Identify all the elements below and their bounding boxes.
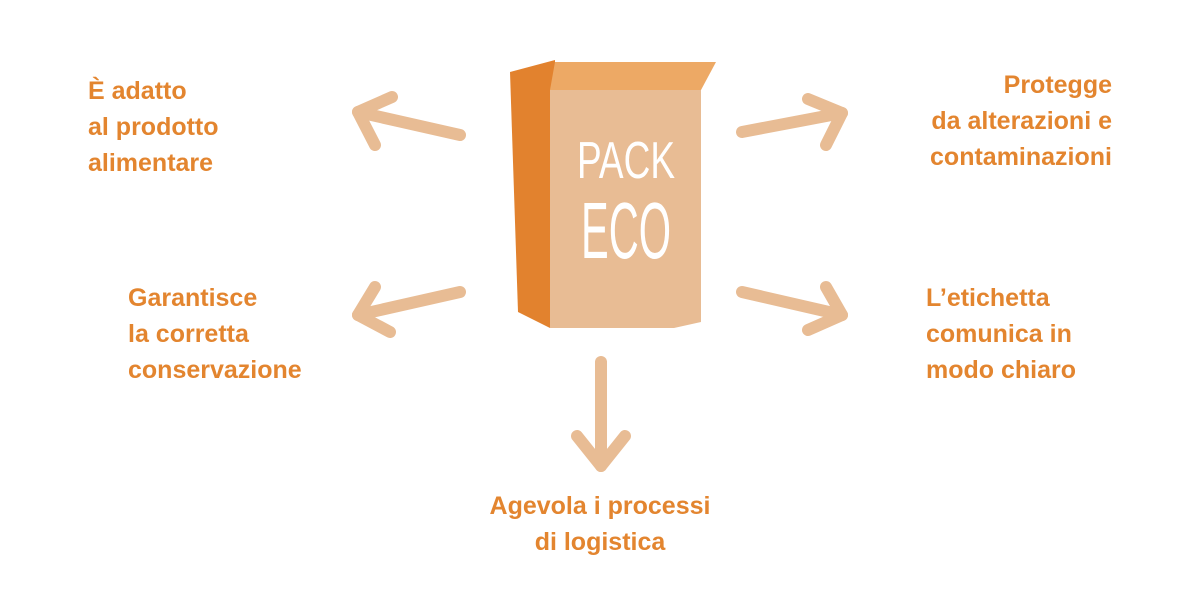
box-side-panel: [510, 60, 555, 328]
benefit-line: comunica in: [925, 320, 1072, 348]
benefit-line: L’etichetta: [925, 284, 1050, 312]
benefit-line: È adatto: [88, 77, 187, 105]
arrow-mid-right: [736, 281, 848, 336]
benefit-line: contaminazioni: [930, 143, 1112, 171]
benefit-food-suitable: È adatto al prodotto alimentare: [88, 73, 219, 181]
arrow-top-right: [736, 93, 848, 151]
box-label-line2: ECO: [581, 186, 671, 275]
benefit-line: Garantisce: [128, 284, 258, 312]
benefit-logistics: Agevola i processi di logistica: [400, 488, 800, 560]
box-label-line1: PACK: [577, 132, 675, 190]
box-front-panel: [550, 90, 701, 328]
benefit-clear-label: L’etichetta comunica in modo chiaro: [926, 280, 1076, 388]
benefit-line: conservazione: [128, 356, 302, 384]
box-top-flap: [550, 62, 716, 90]
arrow-bottom: [571, 356, 631, 472]
arrow-mid-left: [352, 281, 466, 338]
eco-pack-box: PACK ECO: [510, 60, 716, 328]
benefit-line: da alterazioni e: [931, 107, 1112, 135]
arrow-top-left: [352, 91, 466, 151]
benefit-line: Agevola i processi: [489, 492, 711, 520]
benefit-preservation: Garantisce la corretta conservazione: [128, 280, 302, 388]
benefit-line: alimentare: [88, 149, 214, 177]
benefit-line: Protegge: [1003, 71, 1112, 99]
benefit-protection: Protegge da alterazioni e contaminazioni: [930, 67, 1112, 175]
benefit-line: modo chiaro: [925, 356, 1076, 384]
benefit-line: di logistica: [534, 528, 666, 556]
benefit-line: la corretta: [128, 320, 249, 348]
benefit-line: al prodotto: [88, 113, 219, 141]
